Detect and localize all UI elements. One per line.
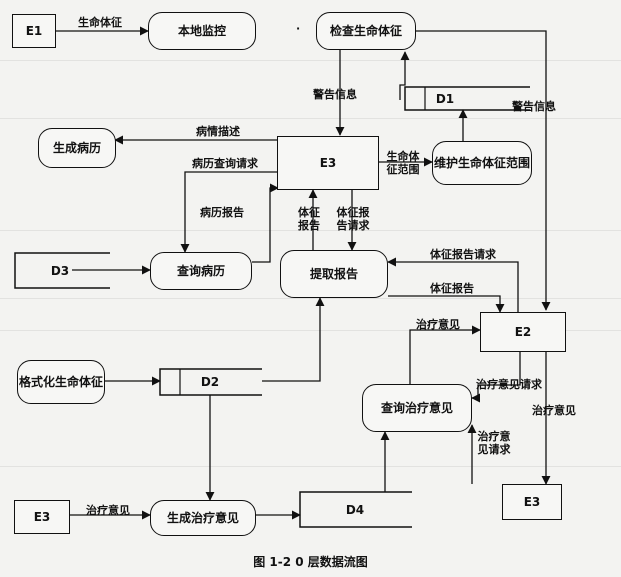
label-record-query-req: 病历查询请求 (192, 157, 258, 170)
edge-query-e3 (252, 183, 279, 263)
label-vital-report-short: 体征报告 (298, 206, 320, 233)
process-generate-record: 生成病历 (38, 128, 116, 168)
data-store-d3: D3 (50, 263, 70, 278)
edge-d2-extract (262, 297, 325, 382)
label-vital-signs: 生命体征 (78, 16, 122, 29)
process-maintain-vital-range: 维护生命体征范围 (432, 141, 532, 185)
edge-e2-extract (387, 257, 519, 312)
store-d4-outline (299, 491, 412, 528)
process-query-advice: 查询治疗意见 (362, 384, 472, 432)
process-check-vitals: 检查生命体征 (316, 12, 416, 50)
edge-d1-check (399, 51, 410, 100)
external-entity-e3-right: E3 (502, 484, 562, 520)
data-store-d1: D1 (435, 91, 455, 106)
data-store-d4: D4 (345, 502, 365, 517)
edge-e3-query (180, 171, 277, 253)
label-treatment-advice-1: 治疗意见 (416, 318, 460, 331)
process-query-record: 查询病历 (150, 252, 252, 290)
edge-e2-queryadvice (471, 352, 521, 403)
label-vital-report-req-short: 体征报告请求 (336, 206, 370, 233)
label-advice-req: 治疗意见请求 (477, 430, 511, 457)
process-extract-report: 提取报告 (280, 250, 388, 298)
label-record-report: 病历报告 (200, 206, 244, 219)
label-advice-query-req: 治疗意见请求 (476, 378, 542, 391)
label-vital-range: 生命体征范围 (386, 150, 420, 177)
label-vital-report-req: 体征报告请求 (430, 248, 496, 261)
figure-caption: 图 1-2 0 层数据流图 (253, 555, 368, 569)
edge-check-e2 (415, 30, 551, 311)
label-vital-report: 体征报告 (430, 282, 474, 295)
store-d1-outline (404, 86, 530, 111)
label-condition-desc: 病情描述 (196, 125, 240, 138)
process-generate-advice: 生成治疗意见 (150, 500, 256, 536)
label-dot: · (296, 22, 301, 35)
external-entity-e1: E1 (12, 14, 56, 48)
edge-extract-e2 (388, 295, 505, 313)
process-local-monitor: 本地监控 (148, 12, 256, 50)
label-treatment-advice-3: 治疗意见 (86, 504, 130, 517)
store-d3-outline (14, 252, 110, 289)
external-entity-e3-bottom: E3 (14, 500, 70, 534)
data-store-d2: D2 (200, 374, 220, 389)
store-d2-outline (159, 368, 262, 396)
external-entity-e2: E2 (480, 312, 566, 352)
external-entity-e3-top: E3 (277, 136, 379, 190)
process-format-vitals: 格式化生命体征 (17, 360, 105, 404)
label-alarm-info-left: 警告信息 (313, 88, 357, 101)
edge-queryadvice-e2 (409, 325, 481, 384)
label-alarm-info-right: 警告信息 (512, 100, 556, 113)
label-treatment-advice-2: 治疗意见 (532, 404, 576, 417)
